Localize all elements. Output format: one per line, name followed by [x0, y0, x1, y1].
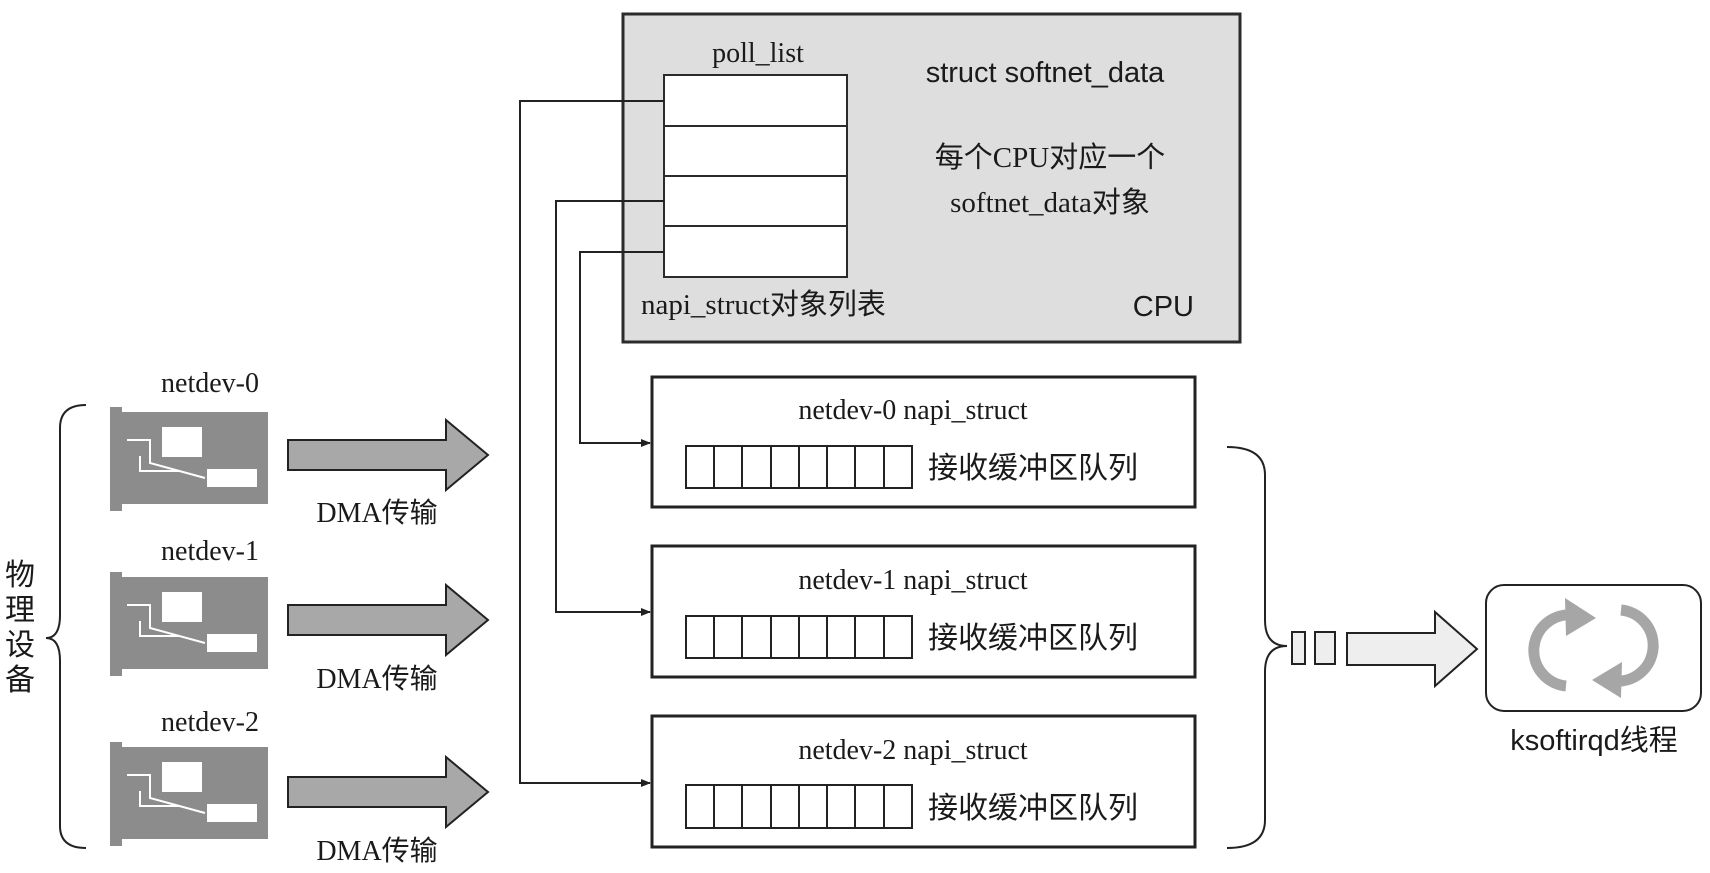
- group-label-char-1: 物: [5, 559, 35, 592]
- poll-list-connectors: [519, 100, 664, 787]
- rx-buffer-queue: [685, 615, 913, 659]
- group-label-char-4: 备: [5, 664, 35, 697]
- cpu-description-line1: 每个CPU对应一个: [935, 141, 1165, 174]
- nic-card-icon: [110, 742, 268, 846]
- napi-title: netdev-1 napi_struct: [798, 565, 1028, 596]
- dma-arrow: [287, 582, 490, 658]
- queue-slot-2: [1314, 631, 1336, 665]
- refresh-arrowhead-top: [1565, 598, 1596, 636]
- device-netdev-0: netdev-0 DMA传输: [110, 368, 490, 529]
- queue-label: 接收缓冲区队列: [928, 792, 1138, 825]
- device-label: netdev-0: [161, 368, 259, 399]
- queue-label: 接收缓冲区队列: [928, 622, 1138, 655]
- napi-box-netdev-0: netdev-0 napi_struct 接收缓冲区队列: [650, 375, 1197, 509]
- group-label-char-3: 设: [5, 629, 35, 662]
- rx-buffer-queue: [685, 784, 913, 829]
- cpu-softnet-box: poll_list struct softnet_data 每个CPU对应一个 …: [621, 12, 1242, 344]
- nic-card-icon: [110, 572, 268, 676]
- napi-list-label: napi_struct对象列表: [641, 288, 886, 321]
- device-netdev-1: netdev-1 DMA传输: [110, 536, 490, 695]
- connector-netdev-1: [555, 200, 664, 616]
- poll-list: [663, 74, 848, 278]
- ksoftirqd-label: ksoftirqd线程: [1510, 724, 1678, 757]
- napi-title: netdev-2 napi_struct: [798, 735, 1028, 766]
- queue-label: 接收缓冲区队列: [928, 452, 1138, 485]
- nic-card-icon: [110, 407, 268, 511]
- napi-title: netdev-0 napi_struct: [798, 395, 1028, 426]
- napi-box-netdev-2: netdev-2 napi_struct 接收缓冲区队列: [650, 714, 1197, 849]
- ksoftirqd-box: [1485, 584, 1702, 712]
- napi-brace: [1226, 446, 1288, 849]
- group-label-char-2: 理: [5, 594, 35, 627]
- dispatch-arrow: [1346, 609, 1479, 689]
- refresh-arrowhead-bottom: [1592, 662, 1622, 698]
- dma-label: DMA传输: [316, 663, 437, 695]
- device-netdev-2: netdev-2 DMA传输: [110, 707, 490, 867]
- cpu-description-line2: softnet_data对象: [950, 186, 1150, 219]
- connector-netdev-2: [519, 100, 664, 787]
- napi-box-netdev-1: netdev-1 napi_struct 接收缓冲区队列: [650, 544, 1197, 679]
- device-label: netdev-2: [161, 707, 259, 738]
- dma-label: DMA传输: [316, 497, 437, 529]
- queue-slot-1: [1291, 631, 1306, 665]
- connector-netdev-0: [579, 251, 664, 447]
- rx-buffer-queue: [685, 445, 913, 489]
- device-label: netdev-1: [161, 536, 259, 567]
- poll-list-label: poll_list: [712, 38, 804, 69]
- dma-arrow: [287, 754, 490, 830]
- dma-arrow: [287, 417, 490, 493]
- dma-label: DMA传输: [316, 835, 437, 867]
- refresh-icon: [1528, 604, 1659, 692]
- cpu-label: CPU: [1133, 291, 1194, 323]
- devices-brace: [45, 404, 87, 849]
- softnet-struct-label: struct softnet_data: [926, 57, 1165, 89]
